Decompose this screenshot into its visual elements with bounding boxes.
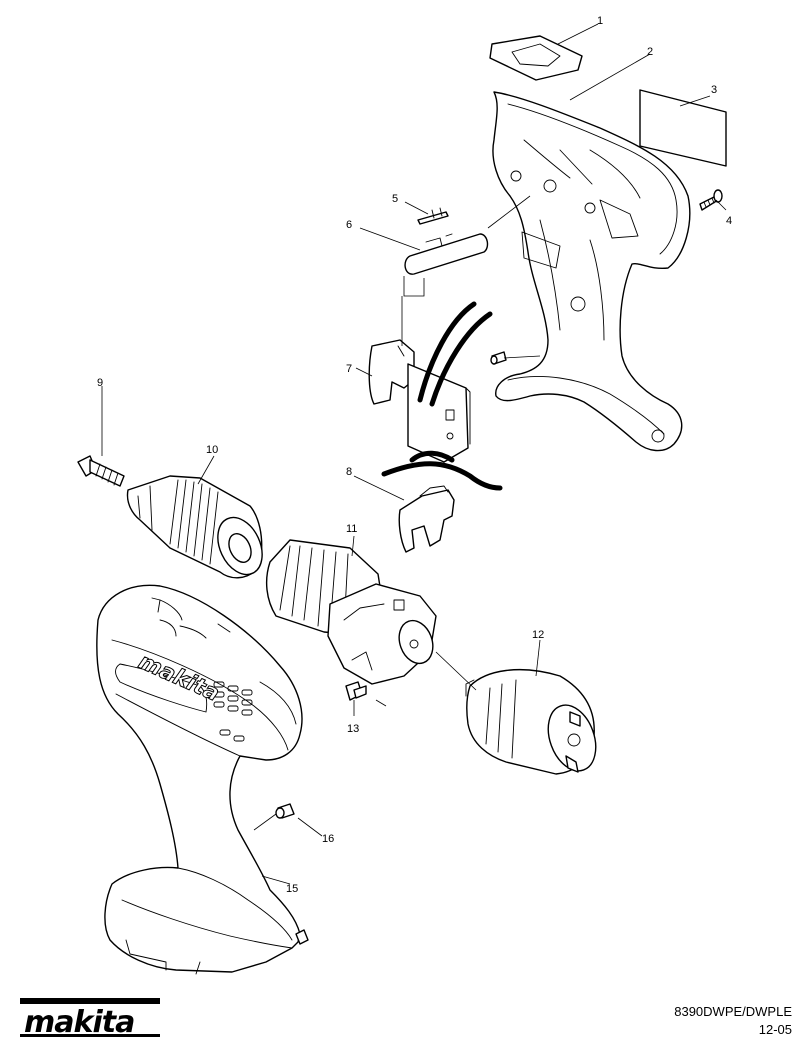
vent-slots-icon — [213, 681, 253, 742]
screw-icon — [699, 189, 723, 211]
spring-clip-icon — [417, 207, 449, 225]
label-plate-icon — [639, 89, 727, 167]
housing-pin-icon — [490, 351, 507, 365]
callout-11: 11 — [346, 523, 357, 535]
callout-4: 4 — [726, 215, 732, 227]
callout-13: 13 — [347, 723, 359, 735]
dc-motor-icon — [465, 669, 597, 775]
keyless-chuck-icon — [126, 475, 263, 579]
callout-2: 2 — [647, 46, 653, 58]
callout-15: 15 — [286, 883, 298, 895]
insulation-tube-icon — [404, 233, 489, 275]
housing-set-icon: makita — [96, 584, 309, 975]
callout-8: 8 — [346, 466, 352, 478]
callout-16: 16 — [322, 833, 334, 845]
pin-icon — [275, 803, 295, 819]
switch-cover-icon — [489, 35, 583, 81]
housing-half-icon — [492, 91, 691, 452]
model-number: 8390DWPE/DWPLE — [674, 1004, 792, 1019]
callout-10: 10 — [206, 444, 218, 456]
wires-icon — [381, 301, 503, 491]
brush-holder-icon — [398, 485, 455, 553]
callout-12: 12 — [532, 629, 544, 641]
leader-lines — [101, 23, 727, 885]
callout-6: 6 — [346, 219, 352, 231]
revision-date: 12-05 — [758, 1022, 792, 1037]
callout-9: 9 — [97, 377, 103, 389]
chuck-screw-icon — [77, 455, 125, 487]
tapping-screw-icon — [345, 681, 367, 701]
gear-assembly-icon — [265, 539, 437, 685]
callout-7: 7 — [346, 363, 352, 375]
callout-5: 5 — [392, 193, 398, 205]
callout-3: 3 — [711, 84, 717, 96]
makita-logo-icon: makita — [20, 998, 160, 1040]
callout-1: 1 — [597, 15, 603, 27]
